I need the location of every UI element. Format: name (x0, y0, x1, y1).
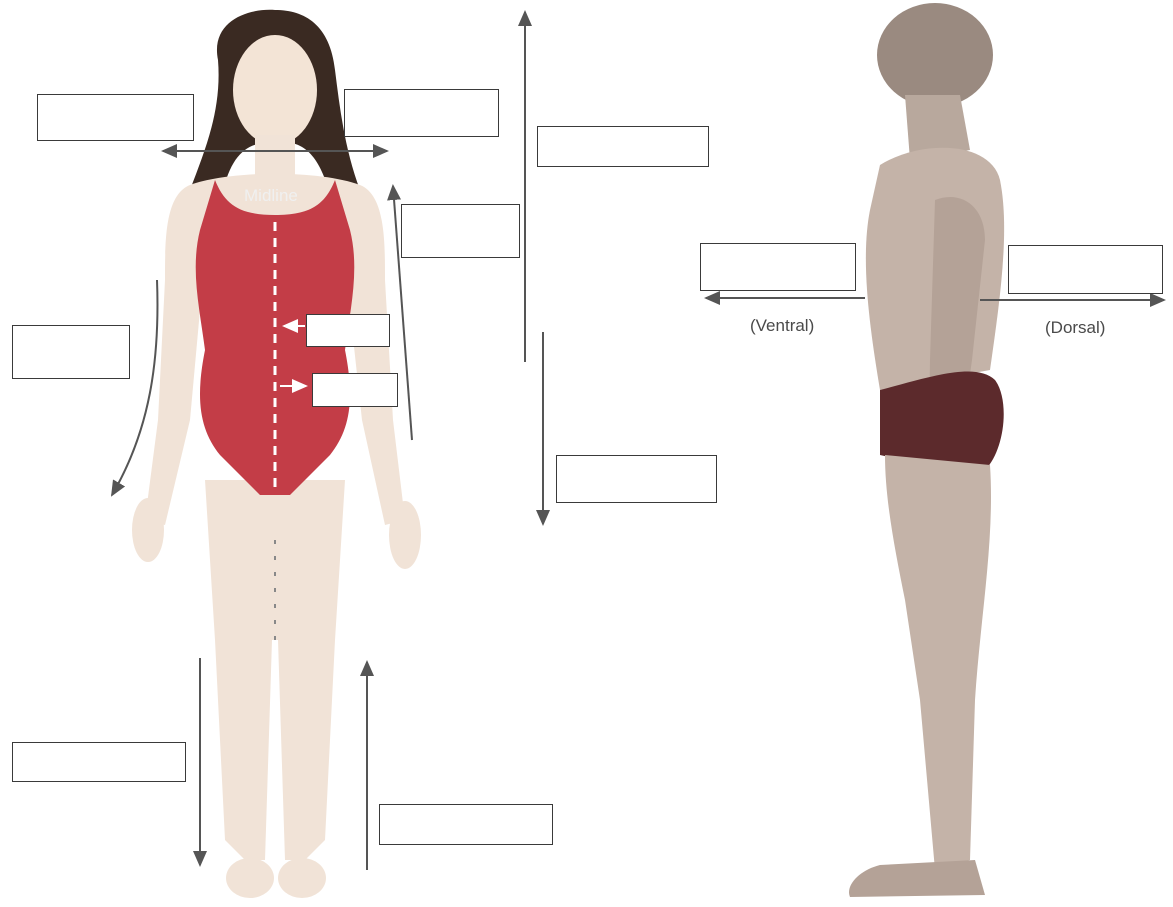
label-box-lateral[interactable] (312, 373, 398, 407)
midline-label: Midline (244, 186, 298, 206)
label-box-right-of-body[interactable] (37, 94, 194, 141)
lateral-view-figure (849, 3, 1004, 897)
label-box-proximal-leg[interactable] (379, 804, 553, 845)
ventral-label: (Ventral) (750, 316, 814, 336)
label-box-posterior[interactable] (1008, 245, 1163, 294)
dorsal-label: (Dorsal) (1045, 318, 1105, 338)
label-box-left-of-body[interactable] (344, 89, 499, 137)
label-box-medial[interactable] (306, 314, 390, 347)
label-box-distal-leg[interactable] (12, 742, 186, 782)
label-box-distal-arm[interactable] (12, 325, 130, 379)
label-box-anterior[interactable] (700, 243, 856, 291)
label-box-superior[interactable] (537, 126, 709, 167)
label-box-inferior[interactable] (556, 455, 717, 503)
label-box-proximal[interactable] (401, 204, 520, 258)
